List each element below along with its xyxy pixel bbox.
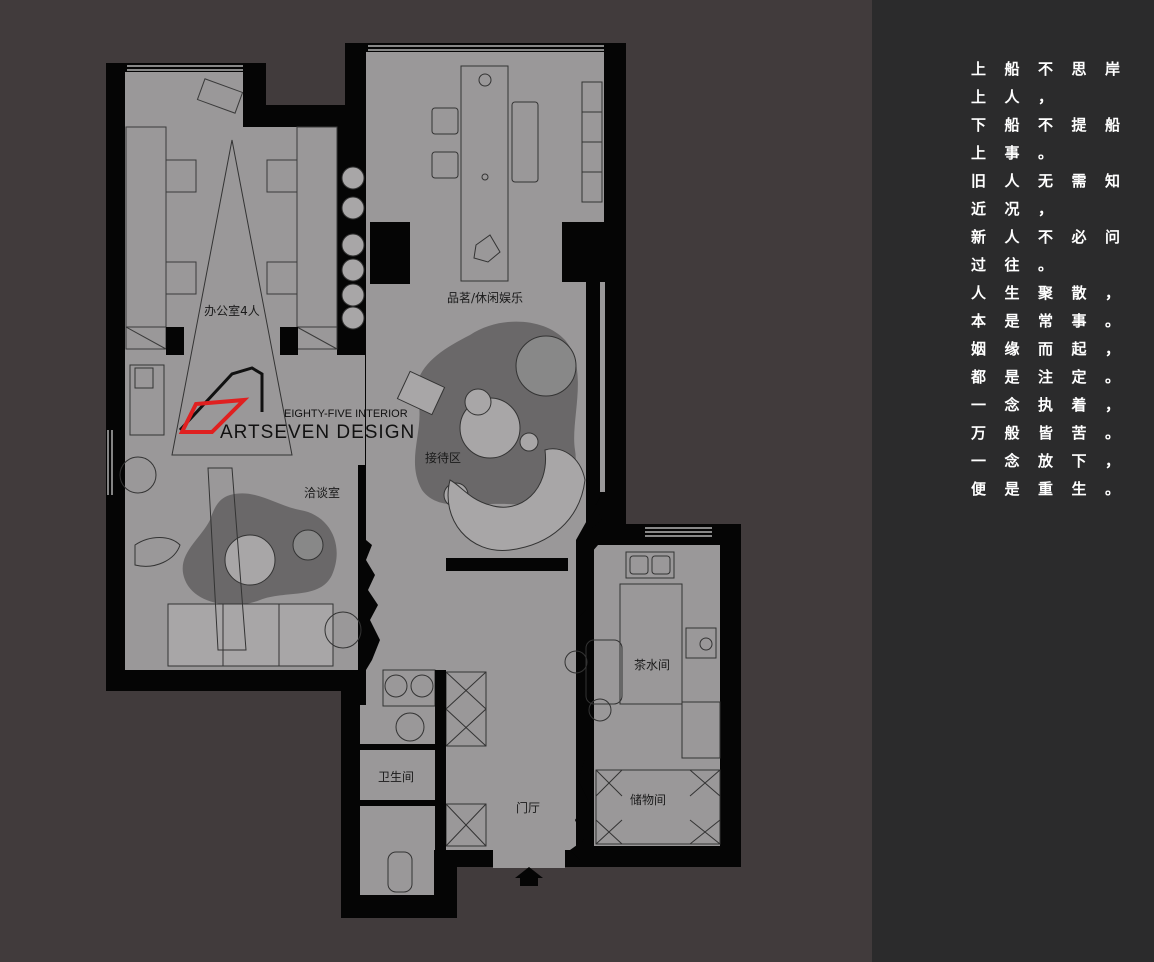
windows	[107, 45, 712, 537]
room-label-storage: 储物间	[630, 792, 666, 807]
room-label-pantry: 茶水间	[634, 657, 670, 672]
office-columns	[166, 327, 298, 355]
poem-line: 过往。	[971, 256, 1072, 274]
room-label-foyer: 门厅	[516, 800, 540, 815]
poem-line: 上船不思岸	[971, 60, 1139, 78]
foyer-walls	[356, 670, 446, 850]
artseven-logo	[178, 366, 264, 434]
floor-plan-area: 办公室4人 品茗/休闲娱乐 接待区 洽谈室 茶水间 卫生间 储物间 门厅 EIG…	[106, 43, 741, 918]
poem-line: 本是常事。	[971, 312, 1139, 330]
pantry-furniture	[564, 551, 721, 759]
room-label-office: 办公室4人	[204, 303, 260, 318]
entrance-arrow-icon	[515, 867, 543, 886]
poem-line: 一念放下，	[971, 452, 1139, 470]
tea-table	[431, 65, 603, 282]
tea-walls	[370, 222, 604, 284]
room-label-reception: 接待区	[425, 450, 461, 465]
meeting-furniture	[119, 364, 362, 667]
room-label-meeting: 洽谈室	[304, 485, 340, 500]
poem-line: 旧人无需知	[971, 172, 1139, 190]
logo-name: ARTSEVEN DESIGN	[220, 422, 415, 443]
poem-line: 近况，	[971, 200, 1072, 218]
foyer-cabinets	[382, 669, 487, 893]
room-label-toilet: 卫生间	[378, 770, 414, 784]
reception-furniture	[396, 335, 586, 551]
floor-plan: 办公室4人 品茗/休闲娱乐 接待区 洽谈室 茶水间 卫生间 储物间 门厅 EIG…	[106, 43, 741, 918]
poem-line: 新人不必问	[971, 228, 1139, 246]
poem-line: 下船不提船	[971, 116, 1139, 134]
poem-line: 一念执着，	[971, 396, 1139, 414]
poem-line: 姻缘而起，	[971, 340, 1139, 358]
poem-line: 上人，	[971, 88, 1072, 106]
poem-line: 人生聚散，	[971, 284, 1139, 302]
lounge-chairs	[341, 166, 365, 330]
room-label-tea-lounge: 品茗/休闲娱乐	[447, 291, 523, 305]
poem-line: 都是注定。	[971, 368, 1139, 386]
poem-panel: 上船不思岸 上人， 下船不提船 上事。 旧人无需知 近况， 新人不必问 过往。 …	[872, 0, 1154, 962]
logo-subtitle: EIGHTY-FIVE INTERIOR	[284, 408, 408, 420]
storage-shelves	[595, 769, 721, 845]
poem-line: 万般皆苦。	[971, 424, 1139, 442]
poem-line: 上事。	[971, 144, 1072, 162]
reception-bench	[446, 558, 568, 571]
poem-line: 便是重生。	[971, 480, 1139, 498]
stone-edges	[360, 490, 604, 860]
